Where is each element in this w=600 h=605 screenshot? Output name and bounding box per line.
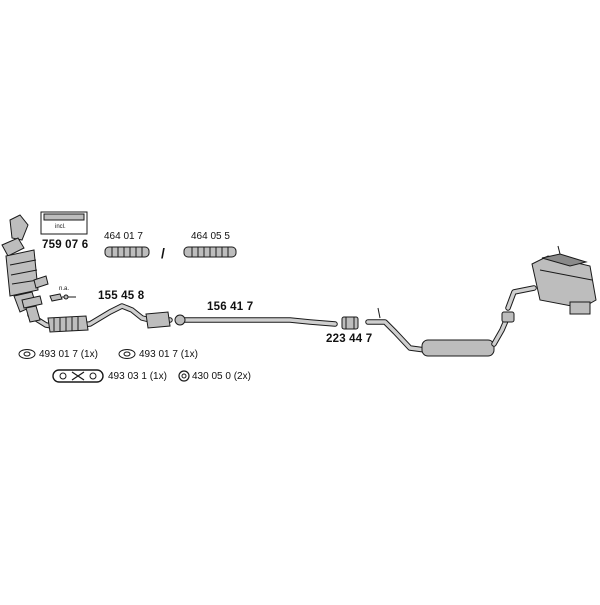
flex-pipe-b-drawing[interactable]	[183, 246, 237, 258]
clamp-drawing[interactable]	[341, 316, 359, 330]
separator-slash: /	[161, 245, 165, 261]
nut-icon	[178, 370, 190, 382]
gasket-icon-1	[18, 349, 36, 359]
lambda-sensor-drawing	[49, 293, 76, 302]
flex-pipe-a-part-number[interactable]: 464 01 7	[104, 231, 143, 242]
flange-gasket-code[interactable]: 493 03 1 (1x)	[108, 371, 167, 382]
incl-label: incl.	[55, 224, 66, 230]
gasket-1-code[interactable]: 493 01 7 (1x)	[39, 349, 98, 360]
catalytic-converter-part-number[interactable]: 759 07 6	[42, 239, 89, 251]
flange-gasket-icon	[52, 369, 104, 383]
front-pipe-part-number[interactable]: 155 45 8	[98, 290, 145, 302]
middle-pipe-drawing[interactable]	[174, 314, 338, 327]
rear-section-drawing[interactable]	[365, 285, 537, 357]
not-available-label: n.a.	[59, 286, 70, 292]
catalytic-converter-drawing[interactable]	[1, 214, 49, 313]
middle-pipe-part-number[interactable]: 156 41 7	[207, 301, 254, 313]
rear-silencer-drawing[interactable]	[531, 245, 597, 315]
flex-pipe-a-drawing[interactable]	[104, 246, 150, 258]
gasket-icon-2	[118, 349, 136, 359]
front-pipe-drawing[interactable]	[25, 303, 173, 333]
clamp-part-number[interactable]: 223 44 7	[326, 333, 373, 345]
nut-code[interactable]: 430 05 0 (2x)	[192, 371, 251, 382]
incl-box	[40, 211, 88, 235]
gasket-2-code[interactable]: 493 01 7 (1x)	[139, 349, 198, 360]
flex-pipe-b-part-number[interactable]: 464 05 5	[191, 231, 230, 242]
